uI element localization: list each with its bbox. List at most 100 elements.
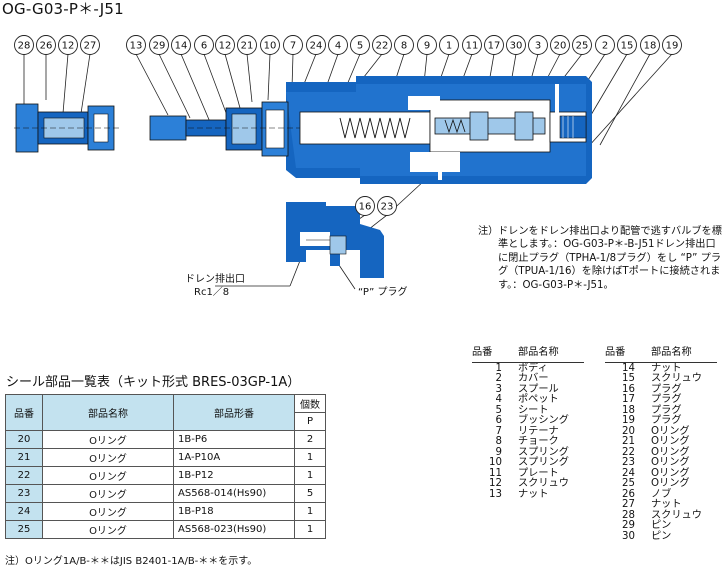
cell-model: AS568-023(Hs90) <box>173 520 295 539</box>
part-name: Oリング <box>651 467 690 479</box>
col-header-qty: 個数 <box>294 394 326 413</box>
part-name: ボディ <box>518 362 548 374</box>
balloon-label: 29 <box>153 41 166 52</box>
balloon-circle <box>617 35 637 55</box>
list-item: 27 ナット <box>605 499 702 511</box>
balloon-label: 14 <box>175 41 188 52</box>
balloon-circle <box>283 35 303 55</box>
part-number: 28 <box>622 509 635 521</box>
balloon-label: 8 <box>401 41 407 52</box>
balloon-label: 11 <box>466 41 479 52</box>
balloon-circle <box>328 35 348 55</box>
balloon-circle <box>260 35 280 55</box>
part-name: プラグ <box>651 415 682 426</box>
part-name: スプリング <box>518 457 569 468</box>
part-number: 7 <box>495 425 502 437</box>
balloon-circle <box>595 35 615 55</box>
balloon-circle <box>350 35 370 55</box>
part-name: ブッシング <box>518 415 569 426</box>
part-name: スプール <box>518 383 559 395</box>
part-number: 27 <box>622 499 635 510</box>
balloon-circle <box>640 35 660 55</box>
balloon-label: 2 <box>602 41 608 52</box>
balloon-circle <box>80 35 100 55</box>
cell-qty: 1 <box>294 502 326 521</box>
balloon-label: 10 <box>264 41 277 52</box>
parts-list-header-name: 部品名称 <box>518 347 559 358</box>
part-number: 2 <box>495 373 502 384</box>
cell-name: Oリング <box>42 502 174 521</box>
part-number: 25 <box>622 478 635 489</box>
balloon-circle <box>394 35 414 55</box>
part-number: 14 <box>622 362 635 374</box>
part-name: ナット <box>651 499 682 510</box>
knob-assembly <box>14 103 120 153</box>
balloon-circle <box>528 35 548 55</box>
cell-model: 1B-P12 <box>173 466 295 485</box>
drain-port-label: ドレン排出口 <box>185 272 245 285</box>
cell-qty: 1 <box>294 520 326 539</box>
part-name: リテーナ <box>518 425 559 437</box>
part-name: プラグ <box>651 383 682 395</box>
balloon-circle <box>372 35 392 55</box>
balloon-circle <box>417 35 437 55</box>
part-number: 4 <box>495 394 502 405</box>
balloon-circle <box>58 35 78 55</box>
balloon-label: 9 <box>424 41 430 52</box>
balloon-circle <box>126 35 146 55</box>
seal-table-title: シール部品一覧表（キット形式 BRES-03GP-1A） <box>6 375 301 390</box>
part-name: プラグ <box>651 404 682 416</box>
cell-qty: 2 <box>294 430 326 449</box>
balloon-label: 20 <box>554 41 567 52</box>
part-name: スクリュウ <box>651 373 702 384</box>
drain-size-label: Rc1／8 <box>194 286 229 298</box>
part-number: 18 <box>622 404 635 416</box>
cell-no: 25 <box>5 520 43 539</box>
cell-model: 1B-P18 <box>173 502 295 521</box>
balloon-circle <box>237 35 257 55</box>
part-number: 5 <box>495 404 502 416</box>
balloon-circle <box>171 35 191 55</box>
balloon-circle <box>36 35 56 55</box>
balloon-label: 22 <box>376 41 389 52</box>
part-number: 26 <box>622 488 635 500</box>
part-name: ナット <box>651 362 682 374</box>
parts-list-header-no: 品番 <box>605 347 626 358</box>
part-number: 29 <box>622 520 635 531</box>
balloon-label: 6 <box>201 41 207 52</box>
cell-no: 21 <box>5 448 43 467</box>
part-name: Oリング <box>651 478 690 489</box>
balloon-circle <box>662 35 682 55</box>
balloon-circle <box>484 35 504 55</box>
balloon-label: 13 <box>130 41 143 52</box>
part-number: 3 <box>495 383 502 395</box>
cell-name: Oリング <box>42 520 174 539</box>
list-item: 3 スプール <box>472 383 569 396</box>
part-number: 13 <box>489 488 502 500</box>
balloon-label: 28 <box>18 41 31 52</box>
part-name: Oリング <box>651 446 690 458</box>
col-header-no: 品番 <box>5 394 43 431</box>
cell-qty: 1 <box>294 448 326 467</box>
balloon-label: 24 <box>310 41 323 52</box>
